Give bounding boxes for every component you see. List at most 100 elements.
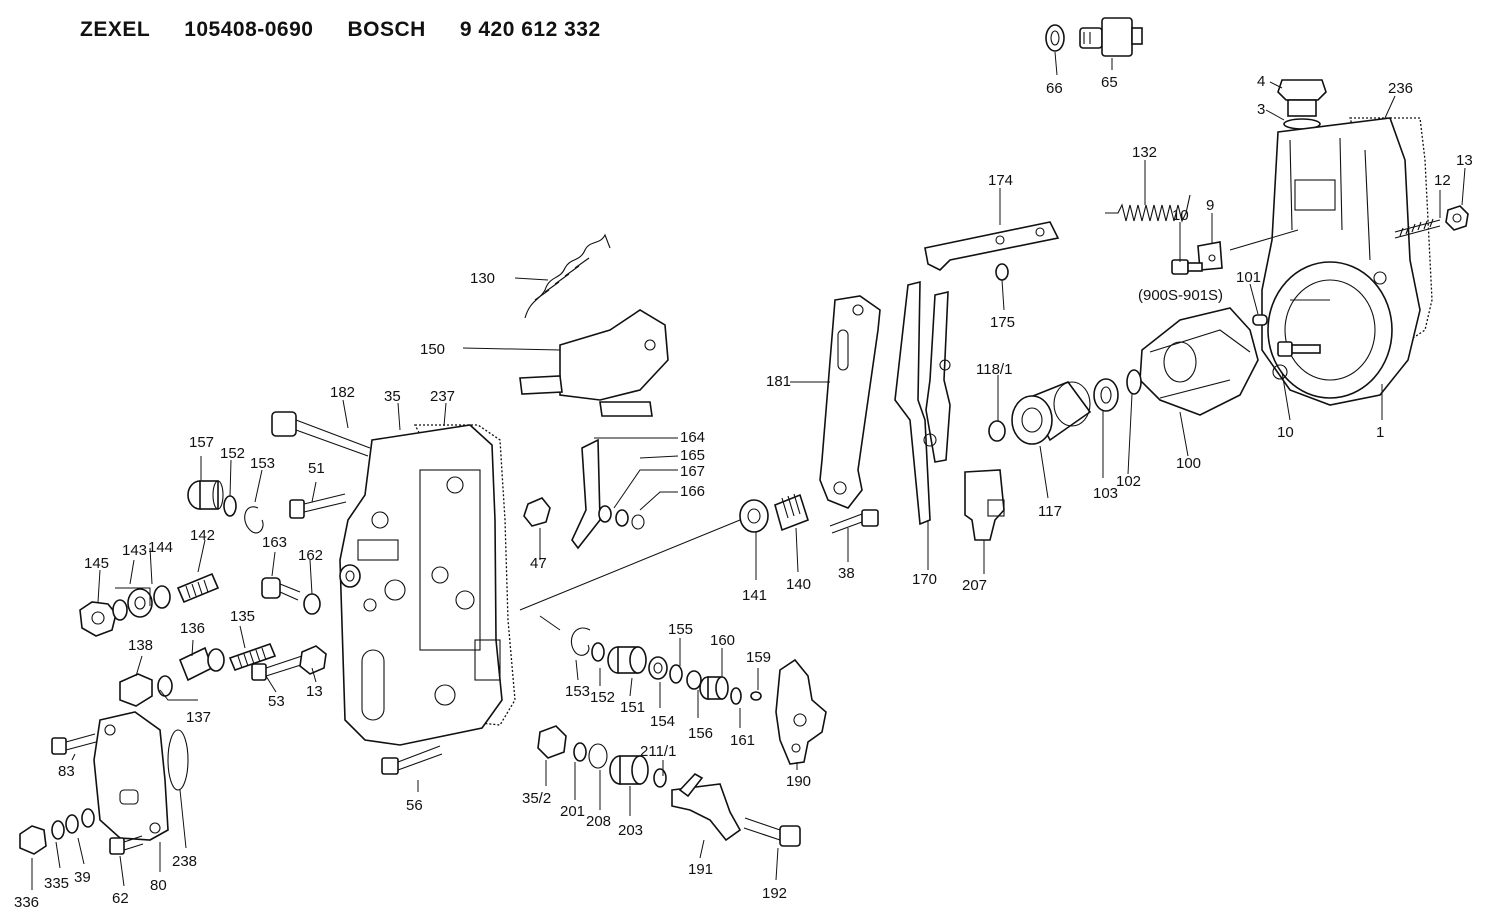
label-118-1: 118/1 (976, 361, 1012, 378)
part-201-washer (573, 742, 587, 762)
part-167-clip (615, 509, 629, 527)
label-236: 236 (1388, 80, 1413, 97)
title-number-zexel: 105408-0690 (184, 18, 314, 41)
label-35-2: 35/2 (522, 790, 551, 807)
part-164-bracket (571, 438, 601, 550)
label-56: 56 (406, 797, 423, 814)
label-47: 47 (530, 555, 547, 572)
part-161-washer (730, 687, 742, 705)
part-80-cover (93, 711, 169, 841)
part-192-screw (743, 817, 801, 847)
part-9-bracket (1197, 241, 1223, 271)
part-170-lever (894, 280, 951, 526)
label-39: 39 (74, 869, 91, 886)
part-203-bush (609, 755, 649, 785)
part-13-nut-low (299, 645, 327, 675)
part-51-screw (289, 493, 347, 519)
label-152-b: 152 (590, 689, 615, 706)
part-103-bush (1093, 378, 1119, 412)
label-201: 201 (560, 803, 585, 820)
label-170: 170 (912, 571, 937, 588)
part-336-nut (19, 825, 47, 855)
part-165-washer (598, 505, 612, 523)
label-211-1: 211/1 (640, 743, 676, 760)
label-164: 164 (680, 429, 705, 446)
part-136-sleeve (178, 646, 225, 682)
label-3: 3 (1257, 101, 1265, 118)
part-143-washer (112, 599, 128, 621)
label-238: 238 (172, 853, 197, 870)
title-number-bosch: 9 420 612 332 (459, 18, 601, 41)
label-66: 66 (1046, 80, 1063, 97)
part-145-nut (79, 601, 117, 637)
title-brand-zexel: ZEXEL (80, 18, 151, 41)
label-174: 174 (988, 172, 1013, 189)
label-65: 65 (1101, 74, 1118, 91)
label-166: 166 (680, 483, 705, 500)
label-103: 103 (1093, 485, 1118, 502)
part-labels: 66 65 4 3 236 132 174 12 13 10 9 101 (90… (14, 73, 1473, 911)
part-62-screw (109, 835, 144, 855)
part-181-lever (819, 295, 881, 509)
label-note-900s: (900S-901S) (1138, 287, 1223, 304)
label-160: 160 (710, 632, 735, 649)
part-175-clip (995, 263, 1009, 281)
label-161: 161 (730, 732, 755, 749)
part-boss-washer (339, 564, 361, 588)
label-153-a: 153 (250, 455, 275, 472)
label-192: 192 (762, 885, 787, 902)
label-237: 237 (430, 388, 455, 405)
part-238-oring (167, 729, 189, 791)
label-136: 136 (180, 620, 205, 637)
part-10-screw-top (1171, 259, 1203, 275)
part-1-housing (1261, 117, 1421, 406)
label-138: 138 (128, 637, 153, 654)
part-162-washer (303, 593, 321, 615)
part-83-screw (51, 733, 97, 755)
part-100-flyweight (1139, 307, 1259, 416)
label-155: 155 (668, 621, 693, 638)
label-150: 150 (420, 341, 445, 358)
part-207-block (964, 469, 1005, 541)
part-117-sleeve (1011, 381, 1092, 445)
part-335-washer (51, 820, 65, 840)
part-155-washer (669, 664, 683, 684)
part-163-screw (261, 577, 301, 601)
part-35-2-plug (537, 725, 567, 759)
label-80: 80 (150, 877, 167, 894)
part-152-washer-a (223, 495, 237, 517)
label-181: 181 (766, 373, 791, 390)
part-144-nut (127, 585, 171, 618)
label-142: 142 (190, 527, 215, 544)
part-153-clip-a (244, 506, 264, 534)
label-9: 9 (1206, 197, 1214, 214)
label-163: 163 (262, 534, 287, 551)
label-38: 38 (838, 565, 855, 582)
part-47-plug (523, 497, 551, 527)
label-35: 35 (384, 388, 401, 405)
label-12: 12 (1434, 172, 1451, 189)
part-66-ring (1045, 24, 1065, 52)
part-118-1-washer (988, 420, 1006, 442)
part-10-screw-low (1277, 341, 1321, 357)
part-174-lever (924, 221, 1060, 271)
part-140-spring (774, 493, 809, 532)
label-51: 51 (308, 460, 325, 477)
part-166-ring (631, 514, 645, 530)
label-62: 62 (112, 890, 129, 907)
label-182: 182 (330, 384, 355, 401)
label-102: 102 (1116, 473, 1141, 490)
part-157-plug (187, 480, 224, 510)
part-182-bolt (271, 411, 371, 457)
label-1: 1 (1376, 424, 1384, 441)
label-203: 203 (618, 822, 643, 839)
label-13-top: 13 (1456, 152, 1473, 169)
label-130: 130 (470, 270, 495, 287)
label-137: 137 (186, 709, 211, 726)
part-211-1-washer (653, 768, 667, 788)
label-336: 336 (14, 894, 39, 911)
label-145: 145 (84, 555, 109, 572)
